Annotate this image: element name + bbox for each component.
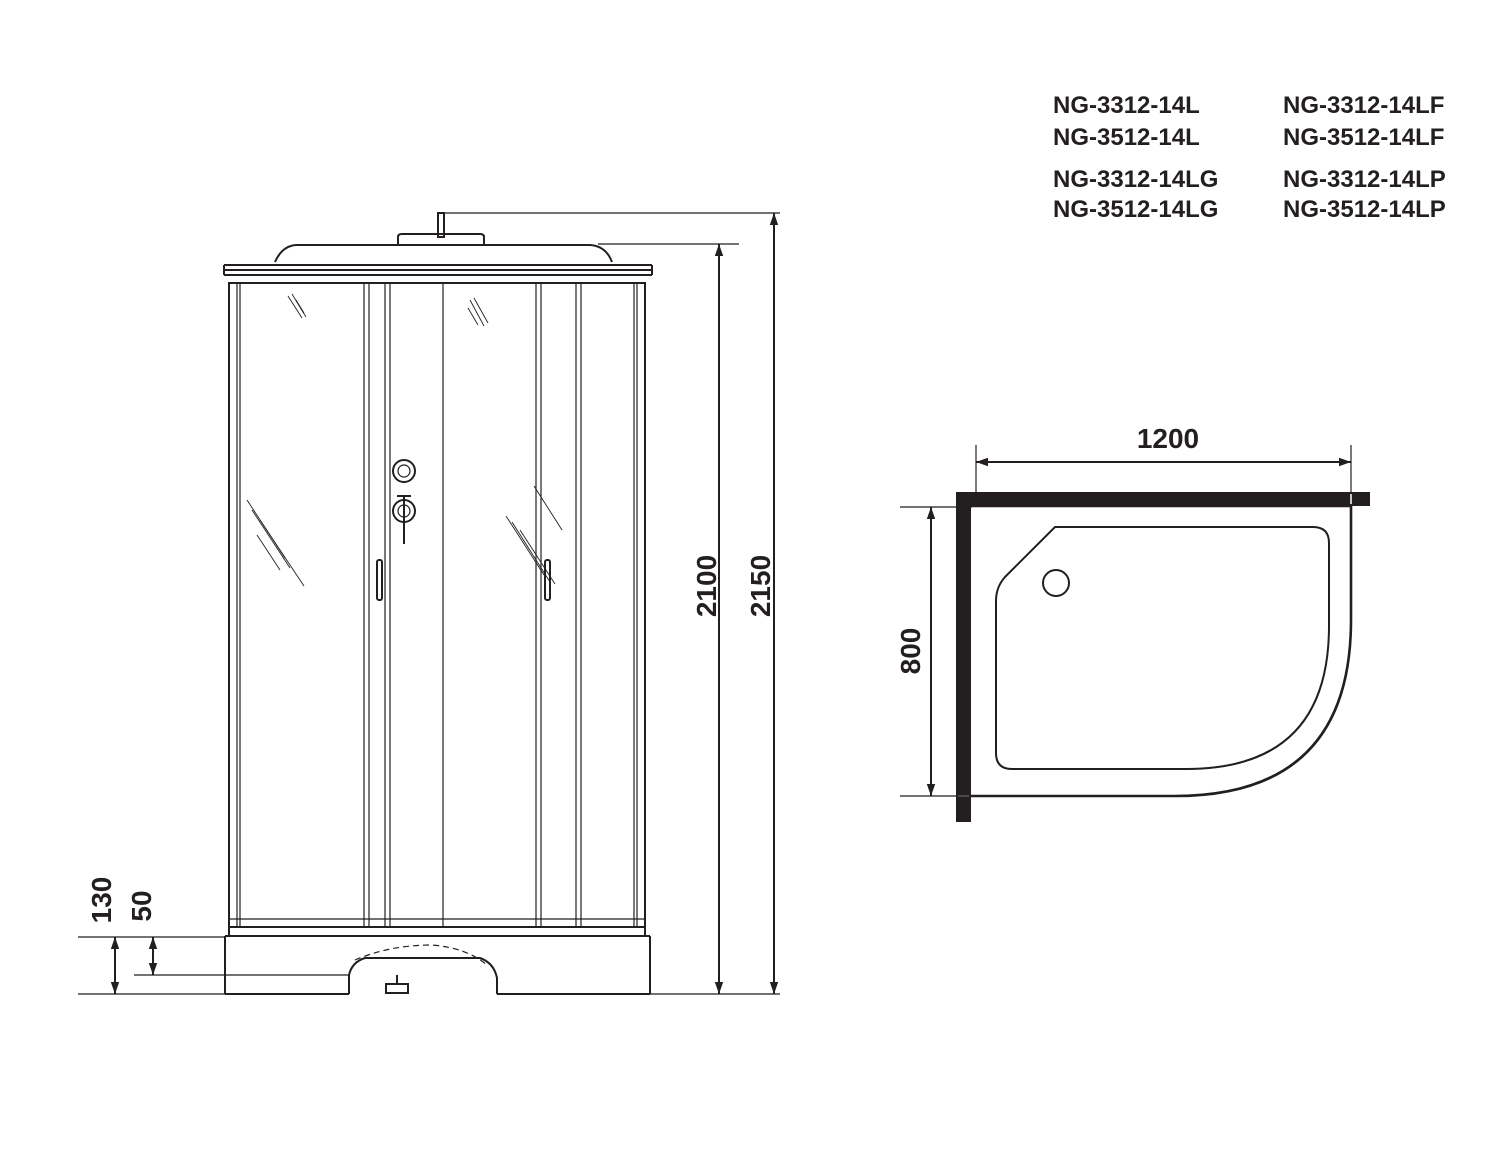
dim-label-1200: 1200 [1137,423,1199,454]
model-code: NG-3312-14LF [1283,92,1444,119]
mixer-knob-top [392,459,416,483]
door-handle-left [376,559,383,601]
front-view: 2100 2150 130 50 [78,212,780,995]
door-handle-right [544,559,551,601]
dim-label-130: 130 [86,877,117,924]
model-list: NG-3312-14L NG-3512-14L NG-3312-14LG NG-… [1053,92,1446,223]
model-code: NG-3512-14L [1053,124,1200,151]
side-wall [956,492,971,822]
tray-hidden-contour [354,944,489,967]
tray-outline [971,504,1353,798]
dim-label-50: 50 [126,890,157,921]
cabin-roof [223,212,653,276]
back-wall [956,492,1370,506]
dim-label-800: 800 [895,628,926,675]
model-code: NG-3312-14LG [1053,166,1218,193]
glass-reflections [246,293,563,587]
tray-basin [995,526,1330,770]
height-dimensions: 2100 2150 [445,212,780,995]
model-code: NG-3312-14LP [1283,166,1446,193]
drain-foot [385,983,409,994]
dim-label-2150: 2150 [745,555,776,617]
roof-cap [397,233,485,245]
tray-dimensions: 130 50 [78,877,349,995]
drain-hole [1042,569,1070,597]
dim-label-2100: 2100 [691,555,722,617]
model-code: NG-3512-14LF [1283,124,1444,151]
cabin-frame [228,282,646,928]
model-code: NG-3512-14LP [1283,196,1446,223]
model-code: NG-3512-14LG [1053,196,1218,223]
model-code: NG-3312-14L [1053,92,1200,119]
tray-recess [348,957,498,994]
shower-pipe [437,212,445,238]
outer-frame [228,282,646,928]
plan-view: 1200 800 [895,423,1370,822]
shower-tray [224,927,651,995]
roof-dome [274,244,613,263]
